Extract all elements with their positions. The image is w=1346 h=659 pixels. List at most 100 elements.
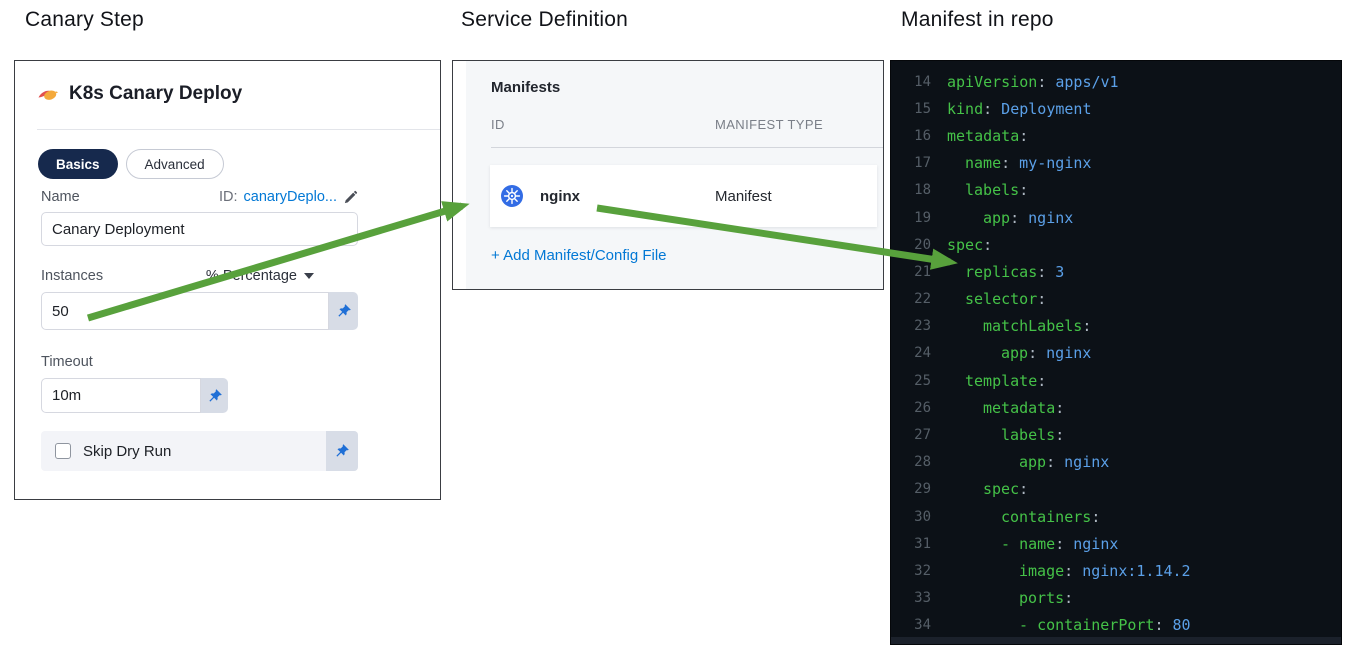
line-content: app: nginx [1019, 453, 1110, 472]
step-id-link[interactable]: canaryDeplo... [243, 189, 338, 205]
code-line: 23 matchLabels: [891, 313, 1341, 340]
skip-dry-run-row: Skip Dry Run [41, 431, 358, 471]
code-editor[interactable]: 14 apiVersion: apps/v1 15 kind: Deployme… [890, 60, 1342, 645]
code-line: 29 spec: [891, 476, 1341, 503]
add-manifest-link[interactable]: + Add Manifest/Config File [491, 247, 667, 264]
manifest-in-repo-title: Manifest in repo [901, 8, 1054, 31]
canary-step-title: Canary Step [25, 8, 144, 31]
pencil-icon[interactable] [343, 190, 358, 205]
line-content: spec: [947, 235, 993, 254]
skip-dry-run-pin-button[interactable] [326, 431, 358, 471]
timeout-label: Timeout [41, 354, 93, 370]
column-header-manifest-type: MANIFEST TYPE [715, 117, 824, 132]
timeout-pin-button[interactable] [201, 378, 228, 413]
service-definition-title: Service Definition [461, 8, 629, 31]
manifest-id-text: nginx [540, 187, 580, 205]
manifest-id-cell: nginx [500, 184, 715, 208]
line-content: name: my-nginx [965, 154, 1092, 173]
line-content: ports: [1019, 589, 1074, 608]
timeout-input-group [41, 378, 228, 413]
line-number: 33 [914, 590, 931, 607]
manifest-type-text: Manifest [715, 187, 772, 205]
line-number: 28 [914, 454, 931, 471]
code-line: 34 - containerPort: 80 [891, 612, 1341, 639]
header-divider [37, 129, 440, 130]
line-number: 22 [914, 291, 931, 308]
line-number: 16 [914, 127, 931, 144]
code-line: 15 kind: Deployment [891, 95, 1341, 122]
line-number: 29 [914, 481, 931, 498]
unit-dropdown-label: % Percentage [205, 268, 297, 284]
line-number: 17 [914, 155, 931, 172]
code-line: 26 metadata: [891, 394, 1341, 421]
code-line: 25 template: [891, 367, 1341, 394]
column-header-id: ID [491, 117, 505, 132]
line-content: apiVersion: apps/v1 [947, 72, 1119, 91]
code-line: 21 replicas: 3 [891, 258, 1341, 285]
step-id-group: ID: canaryDeplo... [219, 189, 358, 205]
code-line: 22 selector: [891, 286, 1341, 313]
line-content: - containerPort: 80 [1019, 616, 1191, 635]
line-content: labels: [965, 181, 1029, 200]
line-number: 23 [914, 318, 931, 335]
kubernetes-icon [500, 184, 524, 208]
instances-unit-dropdown[interactable]: % Percentage [206, 268, 314, 284]
manifest-row[interactable]: nginx Manifest [490, 165, 877, 227]
instances-input[interactable] [41, 292, 330, 330]
service-definition-panel: Manifests ID MANIFEST TYPE [452, 60, 884, 290]
line-content: labels: [1001, 426, 1065, 445]
name-label: Name [41, 189, 80, 205]
line-content: metadata: [983, 398, 1065, 417]
code-line: 30 containers: [891, 503, 1341, 530]
line-content: template: [965, 371, 1047, 390]
line-number: 14 [914, 73, 931, 90]
code-line: 28 app: nginx [891, 449, 1341, 476]
line-content: matchLabels: [983, 317, 1092, 336]
code-line: 33 ports: [891, 585, 1341, 612]
instances-input-group [41, 292, 358, 330]
canary-bird-icon [37, 86, 59, 103]
line-number: 21 [914, 263, 931, 280]
code-line: 18 labels: [891, 177, 1341, 204]
line-number: 24 [914, 345, 931, 362]
step-header: K8s Canary Deploy [37, 83, 242, 105]
step-form: Name ID: canaryDeplo... Instances % [41, 183, 358, 413]
line-content: selector: [965, 290, 1047, 309]
manifests-card: Manifests ID MANIFEST TYPE [466, 61, 883, 289]
step-title: K8s Canary Deploy [69, 83, 243, 104]
skip-dry-run-checkbox[interactable] [55, 443, 71, 459]
code-line: 17 name: my-nginx [891, 150, 1341, 177]
code-line: 20 spec: [891, 231, 1341, 258]
line-content: spec: [983, 480, 1029, 499]
code-lines: 14 apiVersion: apps/v1 15 kind: Deployme… [891, 68, 1341, 639]
name-input[interactable] [41, 212, 358, 246]
instances-pin-button[interactable] [329, 292, 358, 330]
tab-advanced[interactable]: Advanced [125, 149, 224, 179]
line-content: containers: [1001, 507, 1101, 526]
code-line: 24 app: nginx [891, 340, 1341, 367]
line-number: 30 [914, 508, 931, 525]
pushpin-icon [337, 304, 351, 317]
canary-step-panel: K8s Canary Deploy Basics Advanced Name I… [14, 60, 441, 500]
timeout-input[interactable] [41, 378, 202, 413]
line-content: replicas: 3 [965, 262, 1065, 281]
line-content: app: nginx [983, 208, 1074, 227]
line-number: 19 [914, 209, 931, 226]
tab-basics[interactable]: Basics [38, 149, 118, 179]
line-content: image: nginx:1.14.2 [1019, 561, 1191, 580]
line-number: 15 [914, 100, 931, 117]
table-divider [491, 147, 883, 148]
pushpin-icon [336, 444, 349, 457]
line-number: 34 [914, 617, 931, 634]
line-number: 31 [914, 535, 931, 552]
skip-dry-run-label: Skip Dry Run [83, 442, 172, 460]
code-line: 27 labels: [891, 421, 1341, 448]
manifest-rows: nginx Manifest [490, 165, 877, 227]
code-line: 19 app: nginx [891, 204, 1341, 231]
line-content: kind: Deployment [947, 99, 1092, 118]
line-number: 18 [914, 182, 931, 199]
caret-down-icon [304, 273, 314, 279]
step-tabs: Basics Advanced [38, 149, 224, 179]
line-number: 32 [914, 562, 931, 579]
